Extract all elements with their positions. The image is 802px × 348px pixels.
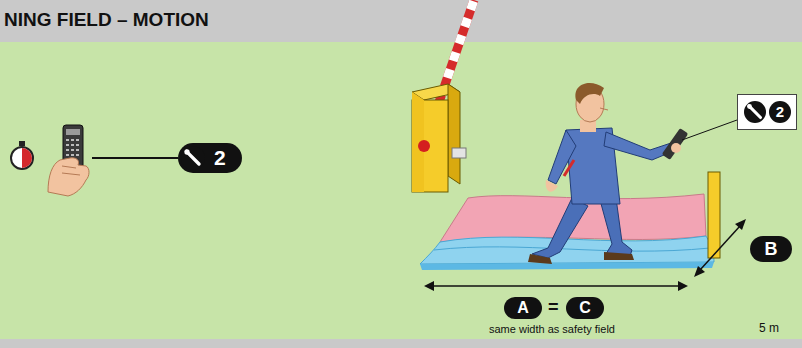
safety-field	[420, 194, 714, 270]
letter-badge: A	[504, 297, 542, 319]
barrier	[412, 0, 474, 192]
link-line	[92, 157, 178, 159]
letter-badge: C	[566, 297, 604, 319]
button-number: 2	[769, 101, 791, 123]
leader-line	[682, 120, 737, 140]
tool-icon	[181, 146, 205, 170]
footer-bar	[0, 339, 802, 348]
stopwatch-icon	[11, 141, 33, 169]
person	[528, 83, 688, 264]
dimension-letter: C	[579, 300, 591, 316]
dimension-letter: B	[765, 240, 778, 258]
remote-callout: 2	[737, 94, 797, 130]
dimension-arrows	[424, 219, 746, 291]
dimension-value: 5 m	[759, 321, 779, 335]
tool-icon	[744, 101, 766, 123]
tool-badge: 2	[178, 143, 242, 173]
note-text: same width as safety field	[489, 323, 615, 335]
letter-badge: B	[750, 236, 792, 262]
header-bar	[0, 0, 802, 42]
dimension-letter: A	[517, 300, 529, 316]
equals-sign: =	[548, 297, 559, 318]
hand-remote-icon	[48, 125, 89, 196]
button-number: 2	[214, 143, 226, 173]
page-title: NING FIELD – MOTION	[4, 9, 209, 31]
receiver-post	[708, 172, 720, 258]
